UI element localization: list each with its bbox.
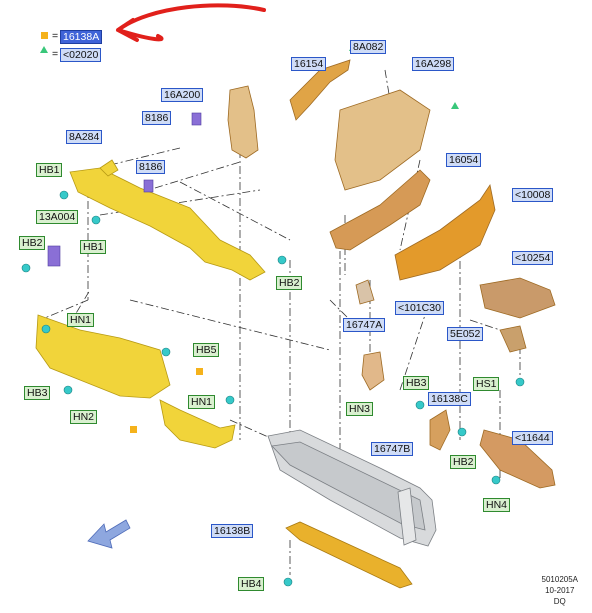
diagram-code: DQ <box>553 597 566 606</box>
legend-square-label[interactable]: 16138A <box>60 30 103 44</box>
part-label-10008[interactable]: <10008 <box>512 188 554 202</box>
part-label-16138C[interactable]: 16138C <box>428 392 471 406</box>
part-label-101C30[interactable]: <101C30 <box>395 301 444 315</box>
part-label-8186[interactable]: 8186 <box>136 160 166 174</box>
diagram-ref-number: 5010205A <box>541 575 578 584</box>
fastener-label-HB2[interactable]: HB2 <box>19 236 46 250</box>
square-marker <box>130 426 137 433</box>
part-label-5E052[interactable]: 5E052 <box>447 327 484 341</box>
fastener-label-13A004[interactable]: 13A004 <box>36 210 79 224</box>
fastener-label-HB5[interactable]: HB5 <box>193 343 220 357</box>
bumper-beam <box>267 429 437 547</box>
part-label-8186[interactable]: 8186 <box>142 111 172 125</box>
fastener-label-HN3[interactable]: HN3 <box>346 402 374 416</box>
fastener-label-HN4[interactable]: HN4 <box>483 498 511 512</box>
leader-lines <box>39 69 521 575</box>
fastener-label-HB3[interactable]: HB3 <box>24 386 51 400</box>
fastener-label-HB4[interactable]: HB4 <box>238 577 265 591</box>
part-label-16138B[interactable]: 16138B <box>211 524 254 538</box>
fastener-label-HN1[interactable]: HN1 <box>188 395 216 409</box>
part-label-8A284[interactable]: 8A284 <box>66 130 103 144</box>
apron-panels <box>227 59 556 489</box>
fastener-label-HN1[interactable]: HN1 <box>67 313 95 327</box>
legend-triangle-equals: = <box>52 48 59 60</box>
fastener-label-HB2[interactable]: HB2 <box>276 276 303 290</box>
part-label-16747A[interactable]: 16747A <box>343 318 386 332</box>
lower-air-deflector <box>285 521 413 589</box>
lower-radiator-support <box>35 314 236 449</box>
part-label-16A200[interactable]: 16A200 <box>161 88 204 102</box>
part-label-10254[interactable]: <10254 <box>512 251 554 265</box>
part-label-8A082[interactable]: 8A082 <box>350 40 387 54</box>
part-label-16A298[interactable]: 16A298 <box>412 57 455 71</box>
part-label-11644[interactable]: <11644 <box>512 431 553 445</box>
upper-radiator-support <box>69 159 266 281</box>
fastener-label-HB1[interactable]: HB1 <box>80 240 107 254</box>
view-direction-arrow <box>87 519 131 549</box>
triangle-marker <box>451 102 459 109</box>
fastener-label-HB2[interactable]: HB2 <box>450 455 477 469</box>
legend-triangle-marker <box>40 46 48 53</box>
legend-square-marker <box>41 32 48 39</box>
legend-triangle-label[interactable]: <02020 <box>60 48 102 62</box>
fasteners <box>21 190 525 587</box>
part-label-16054[interactable]: 16054 <box>446 153 482 167</box>
purple-brackets <box>47 112 202 267</box>
fastener-label-HB3[interactable]: HB3 <box>403 376 430 390</box>
diagram-reference-info: 5010205A 10-2017 DQ <box>542 574 578 607</box>
part-label-16154[interactable]: 16154 <box>291 57 327 71</box>
part-label-16747B[interactable]: 16747B <box>371 442 414 456</box>
fastener-label-HB1[interactable]: HB1 <box>36 163 63 177</box>
legend-square-equals: = <box>52 30 59 42</box>
fastener-label-HN2[interactable]: HN2 <box>70 410 98 424</box>
red-pointer-arrow <box>116 3 266 42</box>
square-marker <box>196 368 203 375</box>
diagram-date: 10-2017 <box>545 586 575 595</box>
fastener-label-HS1[interactable]: HS1 <box>473 377 500 391</box>
